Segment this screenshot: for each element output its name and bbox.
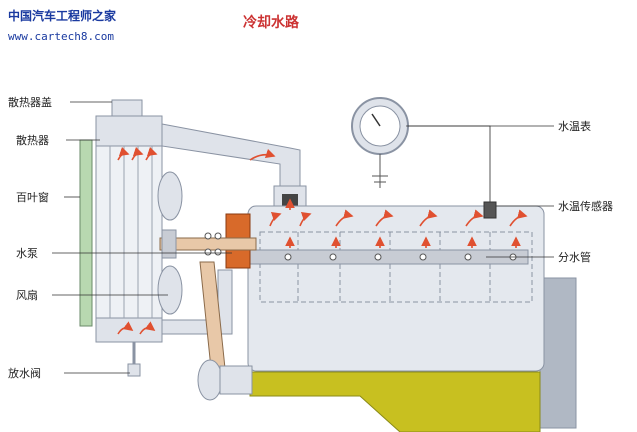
watermark-brand: 中国汽车工程师之家 <box>8 8 117 23</box>
leader-lines <box>52 101 554 374</box>
radiator-core <box>95 145 163 319</box>
label-radiator: 散热器 <box>16 133 49 147</box>
label-temp-sensor: 水温传感器 <box>558 200 613 213</box>
label-radiator-cap: 散热器盖 <box>8 95 52 109</box>
label-fan: 风扇 <box>16 288 38 302</box>
fan <box>157 171 183 315</box>
drain-valve-shape <box>127 363 141 377</box>
engine-body <box>247 205 545 372</box>
water-jacket <box>259 231 533 303</box>
diagram-title: 冷却水路 <box>243 14 300 31</box>
label-water-pump: 水泵 <box>16 247 38 260</box>
radiator-bottom-tank <box>95 317 163 343</box>
label-shutter: 百叶窗 <box>16 190 49 204</box>
label-drain-valve: 放水阀 <box>8 366 41 380</box>
temperature-sensor-shape <box>483 201 497 219</box>
watermark-url: www.cartech8.com <box>8 30 114 43</box>
engine-rear <box>539 277 577 429</box>
radiator-top-tank <box>95 115 163 147</box>
label-distribution-pipe: 分水管 <box>558 250 591 264</box>
crank-pulley <box>197 359 223 401</box>
radiator <box>95 99 163 377</box>
engine-block <box>247 205 577 432</box>
oil-pan <box>249 371 541 432</box>
label-temp-gauge: 水温表 <box>558 119 591 133</box>
radiator-cap-shape <box>111 99 143 117</box>
flow-arrows <box>117 146 528 335</box>
shutter-panel <box>79 139 93 327</box>
temperature-gauge <box>351 97 491 202</box>
water-pump <box>159 213 257 269</box>
